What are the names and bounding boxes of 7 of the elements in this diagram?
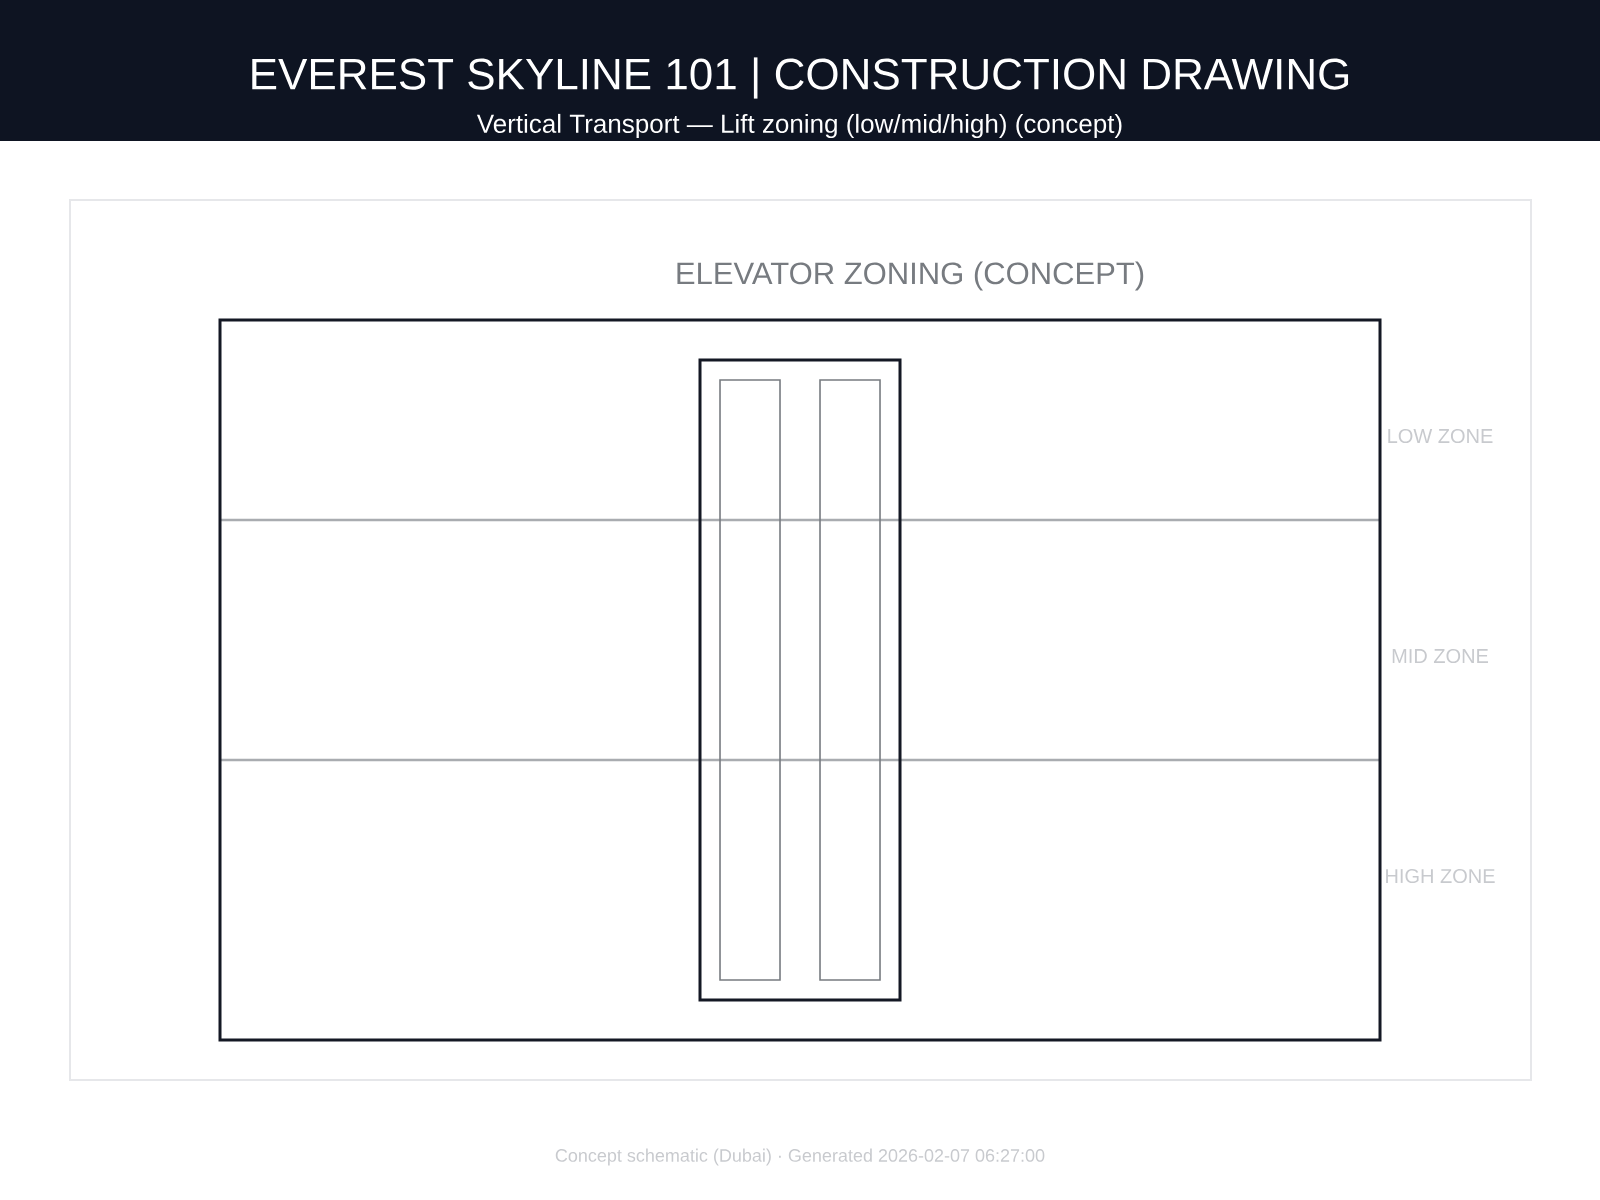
elevator-shaft xyxy=(719,379,781,981)
elevator-shaft xyxy=(819,379,881,981)
title: EVEREST SKYLINE 101 | CONSTRUCTION DRAWING xyxy=(252,57,1349,99)
building-outline xyxy=(218,318,1382,1042)
drawing-title: ELEVATOR ZONING (CONCEPT) xyxy=(677,261,1144,291)
core-box xyxy=(698,358,902,1002)
subtitle: Vertical Transport — Lift zoning (low/mid/high) (concept) xyxy=(476,113,1122,139)
